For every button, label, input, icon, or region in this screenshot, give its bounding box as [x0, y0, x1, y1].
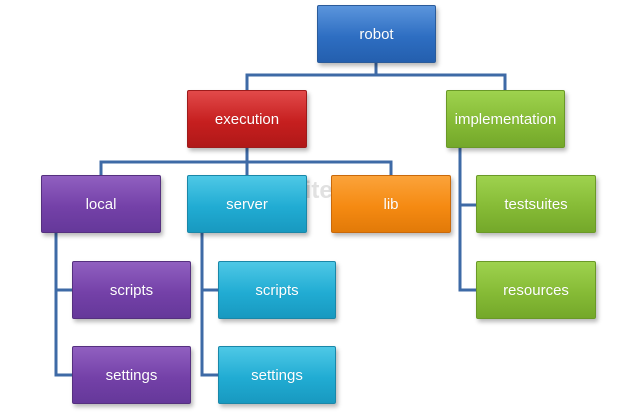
node-execution: execution [187, 90, 307, 148]
node-label: scripts [255, 281, 299, 299]
node-local-scripts: scripts [72, 261, 191, 319]
node-label: local [85, 195, 117, 213]
node-resources: resources [476, 261, 596, 319]
node-label: execution [214, 110, 280, 128]
node-label: resources [503, 281, 569, 299]
node-label: testsuites [504, 195, 568, 213]
node-server-settings: settings [218, 346, 336, 404]
node-server: server [187, 175, 307, 233]
node-robot: robot [317, 5, 436, 63]
node-server-scripts: scripts [218, 261, 336, 319]
connector-implementation-children [458, 146, 478, 292]
connector-server-children [200, 231, 220, 377]
node-label: settings [251, 366, 303, 384]
node-local: local [41, 175, 161, 233]
node-label: settings [105, 366, 158, 384]
node-local-settings: settings [72, 346, 191, 404]
connector-local-children [54, 231, 74, 377]
node-lib: lib [331, 175, 451, 233]
node-label: lib [383, 195, 399, 213]
node-label: implementation [454, 110, 557, 128]
node-label: server [226, 195, 268, 213]
node-label: scripts [109, 281, 154, 299]
node-testsuites: testsuites [476, 175, 596, 233]
node-label: robot [359, 25, 394, 43]
node-implementation: implementation [446, 90, 565, 148]
